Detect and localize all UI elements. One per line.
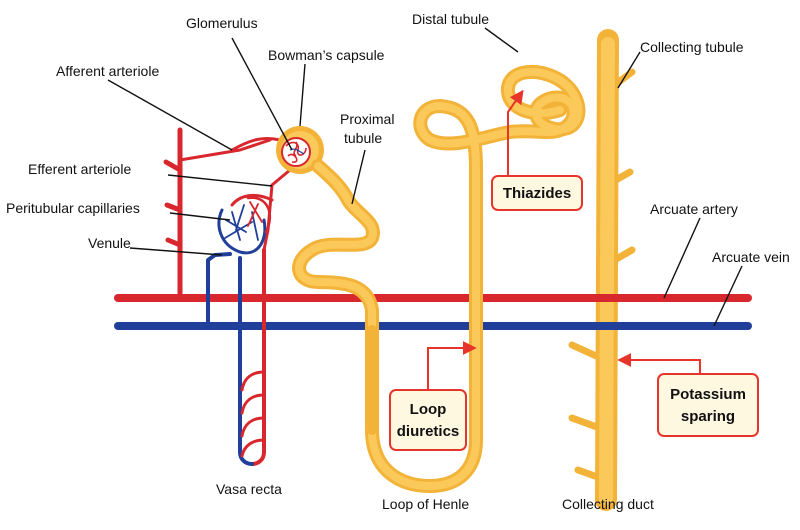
venule-label: Venule — [88, 235, 131, 251]
nephron-tubule — [276, 64, 586, 493]
thiazides-callout: Thiazides — [491, 89, 583, 211]
glomerulus-label: Glomerulus — [186, 15, 258, 31]
loop-diuretics-text-line2: diuretics — [397, 423, 460, 440]
bowmans-capsule-label: Bowman’s capsule — [268, 47, 385, 63]
collecting-duct-label: Collecting duct — [562, 496, 654, 512]
collecting-tubule-label: Collecting tubule — [640, 39, 744, 55]
arcuate-artery-label: Arcuate artery — [650, 201, 738, 217]
arcuate-vein-label: Arcuate vein — [712, 249, 790, 265]
peritubular-capillaries-network — [217, 196, 272, 255]
labels: Glomerulus Bowman’s capsule Afferent art… — [6, 11, 790, 512]
loop-of-henle-label: Loop of Henle — [382, 496, 469, 512]
efferent-arteriole-label: Efferent arteriole — [28, 161, 131, 177]
proximal-tubule-label-line2: tubule — [344, 130, 382, 146]
proximal-tubule-label-line1: Proximal — [340, 111, 394, 127]
distal-tubule-label: Distal tubule — [412, 11, 489, 27]
potassium-sparing-callout: Potassium sparing — [617, 353, 759, 437]
leader-lines — [107, 27, 743, 327]
loop-diuretics-text-line1: Loop — [410, 401, 447, 418]
potassium-sparing-text-line1: Potassium — [670, 386, 746, 403]
afferent-arteriole-label: Afferent arteriole — [56, 63, 159, 79]
loop-diuretics-callout: Loop diuretics — [389, 341, 477, 451]
peritubular-capillaries-label: Peritubular capillaries — [6, 200, 140, 216]
vasa-recta-label: Vasa recta — [216, 481, 282, 497]
potassium-sparing-text-line2: sparing — [681, 408, 735, 425]
thiazides-text: Thiazides — [503, 185, 571, 202]
collecting-duct-shape — [568, 29, 636, 511]
